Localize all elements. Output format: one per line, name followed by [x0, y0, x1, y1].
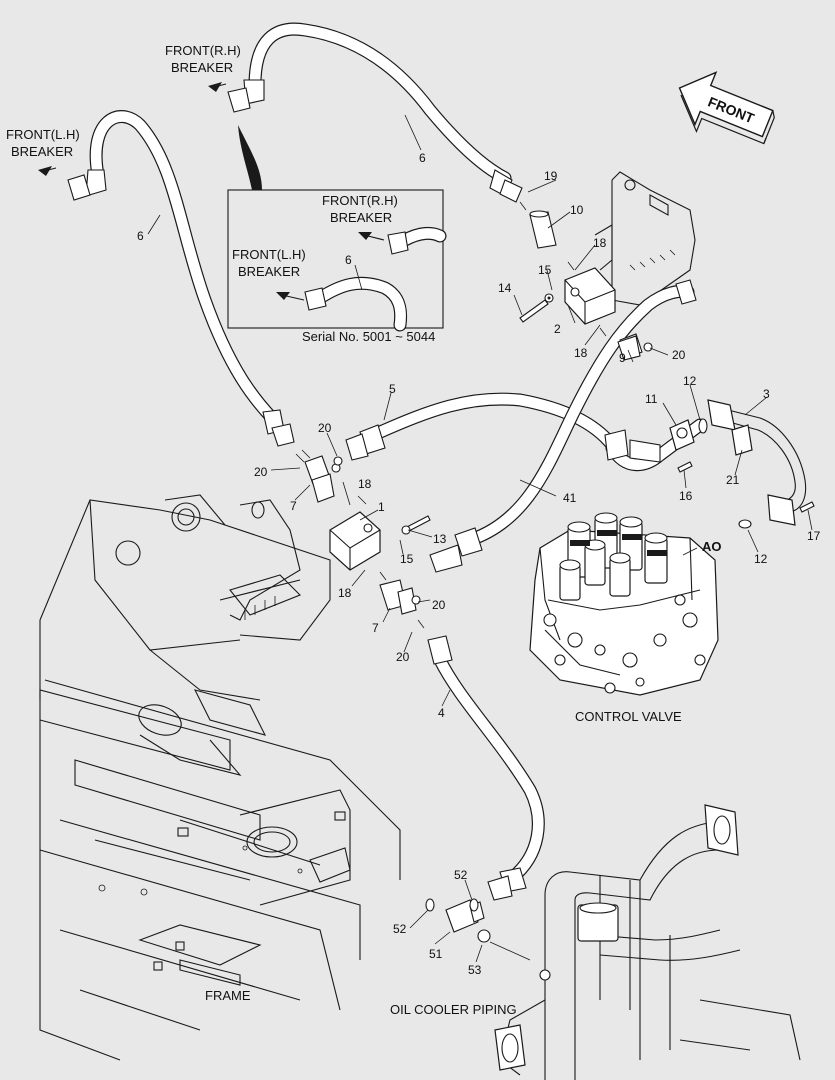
callout-6: 6 — [345, 253, 352, 267]
inset-front-lh-label: FRONT(L.H) — [232, 247, 306, 262]
oil-cooler-piping-label: OIL COOLER PIPING — [390, 1002, 517, 1017]
callout-10: 10 — [570, 203, 584, 217]
callout-15: 15 — [400, 552, 414, 566]
front-lh-breaker-label: FRONT(L.H) — [6, 127, 80, 142]
callout-7: 7 — [372, 621, 379, 635]
direction-arrows — [38, 82, 385, 301]
callout-14: 14 — [498, 281, 512, 295]
callout-1: 1 — [378, 500, 385, 514]
callout-18: 18 — [358, 477, 372, 491]
callout-18: 18 — [574, 346, 588, 360]
front-lh-breaker-label-2: BREAKER — [11, 144, 73, 159]
frame-label: FRAME — [205, 988, 251, 1003]
oil-cooler-piping — [489, 804, 801, 1080]
callout-12: 12 — [754, 552, 768, 566]
inset-front-rh-label-2: BREAKER — [330, 210, 392, 225]
callout-19: 19 — [544, 169, 558, 183]
callout-20: 20 — [672, 348, 686, 362]
callout-20: 20 — [318, 421, 332, 435]
leader-lines — [147, 114, 813, 963]
callout-16: 16 — [679, 489, 693, 503]
callout-5: 5 — [389, 382, 396, 396]
arrow-icon — [276, 292, 290, 300]
callout-51: 51 — [429, 947, 443, 961]
front-rh-breaker-label-2: BREAKER — [171, 60, 233, 75]
callout-41: 41 — [563, 491, 577, 505]
callout-2: 2 — [554, 322, 561, 336]
inset-front-rh-label: FRONT(R.H) — [322, 193, 398, 208]
hoses — [89, 22, 695, 885]
callout-15: 15 — [538, 263, 552, 277]
callout-7: 7 — [290, 499, 297, 513]
hose-fittings — [67, 79, 697, 901]
front-rh-breaker-label: FRONT(R.H) — [165, 43, 241, 58]
control-valve-label: CONTROL VALVE — [575, 709, 682, 724]
frame-structure — [39, 679, 401, 1061]
ao-port-label: AO — [702, 539, 722, 554]
callout-52: 52 — [393, 922, 407, 936]
callout-18: 18 — [338, 586, 352, 600]
front-arrow: FRONT — [678, 71, 775, 145]
arrow-icon — [358, 232, 372, 240]
pipe-3 — [605, 399, 807, 526]
callout-20: 20 — [254, 465, 268, 479]
callout-4: 4 — [438, 706, 445, 720]
callout-11: 11 — [645, 392, 658, 406]
callout-18: 18 — [593, 236, 607, 250]
callout-12: 12 — [683, 374, 697, 388]
detail-pointer — [238, 125, 262, 190]
serial-inset — [227, 189, 447, 332]
callout-13: 13 — [433, 532, 447, 546]
boom-bracket — [39, 494, 331, 701]
serial-number-label: Serial No. 5001 ~ 5044 — [302, 329, 435, 344]
control-valve — [529, 512, 719, 696]
callout-numbers: 6 6 6 19 10 18 15 14 2 18 20 9 12 11 3 1… — [137, 151, 821, 977]
callout-52: 52 — [454, 868, 468, 882]
callout-20: 20 — [432, 598, 446, 612]
callout-20: 20 — [396, 650, 410, 664]
text-labels: FRONT(R.H) BREAKER FRONT(L.H) BREAKER FR… — [6, 43, 722, 1017]
callout-3: 3 — [763, 387, 770, 401]
callout-53: 53 — [468, 963, 482, 977]
callout-17: 17 — [807, 529, 821, 543]
small-parts — [295, 201, 815, 943]
callout-6: 6 — [137, 229, 144, 243]
callout-6: 6 — [419, 151, 426, 165]
callout-9: 9 — [619, 351, 626, 365]
callout-21: 21 — [726, 473, 740, 487]
inset-front-lh-label-2: BREAKER — [238, 264, 300, 279]
